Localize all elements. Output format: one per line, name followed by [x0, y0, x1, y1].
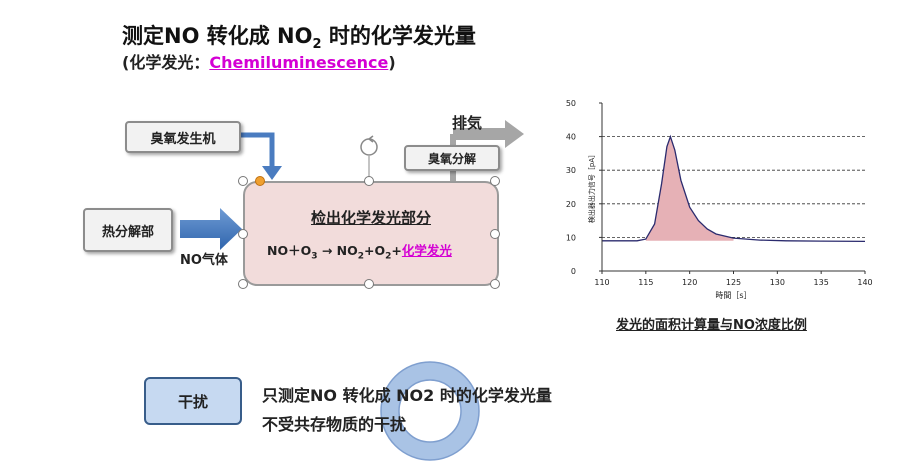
interference-badge: 干扰 — [144, 377, 242, 425]
donut-shape — [381, 362, 479, 460]
y-axis-label: 検出器出力信号［pA］ — [587, 151, 596, 223]
ozone-feed-arrow — [237, 132, 275, 168]
note-line-1: 只测定NO 转化成 NO2 时的化学发光量 — [262, 386, 552, 405]
eq-plus-o: +O — [364, 243, 386, 258]
title-part1: 测定NO 转化成 NO — [122, 24, 313, 48]
note-line-2: 不受共存物质的干扰 — [262, 415, 407, 434]
y-ticks: 0 10 20 30 40 50 — [566, 99, 602, 276]
thermal-decomp-label: 热分解部 — [101, 224, 154, 240]
ozone-decomposer-box: 臭氧分解 — [404, 145, 500, 171]
chart-caption: 发光的面积计算量与NO浓度比例 — [616, 318, 807, 333]
y-tick-label: 0 — [571, 267, 576, 276]
chart-grid — [602, 136, 865, 238]
title-part2: 时的化学发光量 — [321, 24, 476, 48]
resize-handle-mr[interactable] — [490, 229, 500, 239]
adjust-handle[interactable] — [255, 176, 265, 186]
slide-title: 测定NO 转化成 NO2 时的化学发光量 — [122, 20, 476, 52]
resize-handle-bm[interactable] — [364, 279, 374, 289]
resize-handle-ml[interactable] — [238, 229, 248, 239]
y-tick-label: 20 — [566, 200, 576, 209]
x-tick-label: 135 — [814, 278, 829, 287]
eq-sub-3: 3 — [311, 251, 318, 262]
eq-no: NO＋O — [267, 243, 312, 258]
detector-box[interactable]: 检出化学发光部分 NO＋O3 → NO2+O2+化学发光 — [243, 181, 499, 286]
resize-handle-tr[interactable] — [490, 176, 500, 186]
x-tick-label: 115 — [638, 278, 653, 287]
eq-chemiluminescence: 化学发光 — [401, 243, 452, 258]
no-gas-label: NO气体 — [180, 253, 228, 268]
x-tick-label: 110 — [594, 278, 609, 287]
title-subscript: 2 — [312, 37, 322, 53]
ozone-feed-arrowhead — [262, 166, 282, 180]
x-axis-label: 時間［s］ — [715, 291, 751, 300]
subtitle-close: ) — [388, 53, 396, 72]
resize-handle-br[interactable] — [490, 279, 500, 289]
y-tick-label: 40 — [566, 133, 576, 142]
signal-line — [602, 134, 866, 243]
rotate-handle-icon[interactable] — [360, 135, 378, 181]
ozone-decomposer-label: 臭氧分解 — [427, 151, 476, 166]
resize-handle-tm[interactable] — [364, 176, 374, 186]
eq-sub-2b: 2 — [385, 251, 392, 262]
reaction-equation: NO＋O3 → NO2+O2+化学发光 — [267, 240, 452, 262]
detector-title: 检出化学发光部分 — [310, 209, 431, 227]
x-ticks: 110 115 120 125 130 135 140 — [594, 271, 873, 287]
y-tick-label: 10 — [566, 233, 576, 242]
ozone-generator-label: 臭氧发生机 — [150, 131, 216, 147]
subtitle-open: (化学发光： — [122, 53, 210, 72]
exhaust-label: 排気 — [452, 114, 483, 132]
resize-handle-tl[interactable] — [238, 176, 248, 186]
eq-arrow: → NO — [317, 243, 358, 258]
ozone-generator-box: 臭氧发生机 — [125, 121, 241, 153]
x-tick-label: 120 — [682, 278, 697, 287]
eq-plus: + — [391, 243, 402, 258]
x-tick-label: 140 — [857, 278, 872, 287]
resize-handle-bl[interactable] — [238, 279, 248, 289]
eq-sub-2a: 2 — [357, 251, 365, 262]
exhaust-arrow — [453, 120, 524, 148]
y-tick-label: 30 — [566, 166, 576, 175]
x-tick-label: 130 — [770, 278, 785, 287]
x-tick-label: 125 — [726, 278, 741, 287]
y-tick-label: 50 — [566, 99, 576, 108]
interference-label: 干扰 — [177, 392, 208, 411]
subtitle-english: Chemiluminescence — [209, 53, 389, 72]
thermal-decomp-box: 热分解部 — [83, 208, 173, 252]
no-gas-arrow — [180, 208, 242, 250]
peak-area — [645, 136, 734, 241]
slide-subtitle: (化学发光：Chemiluminescence) — [122, 49, 396, 73]
